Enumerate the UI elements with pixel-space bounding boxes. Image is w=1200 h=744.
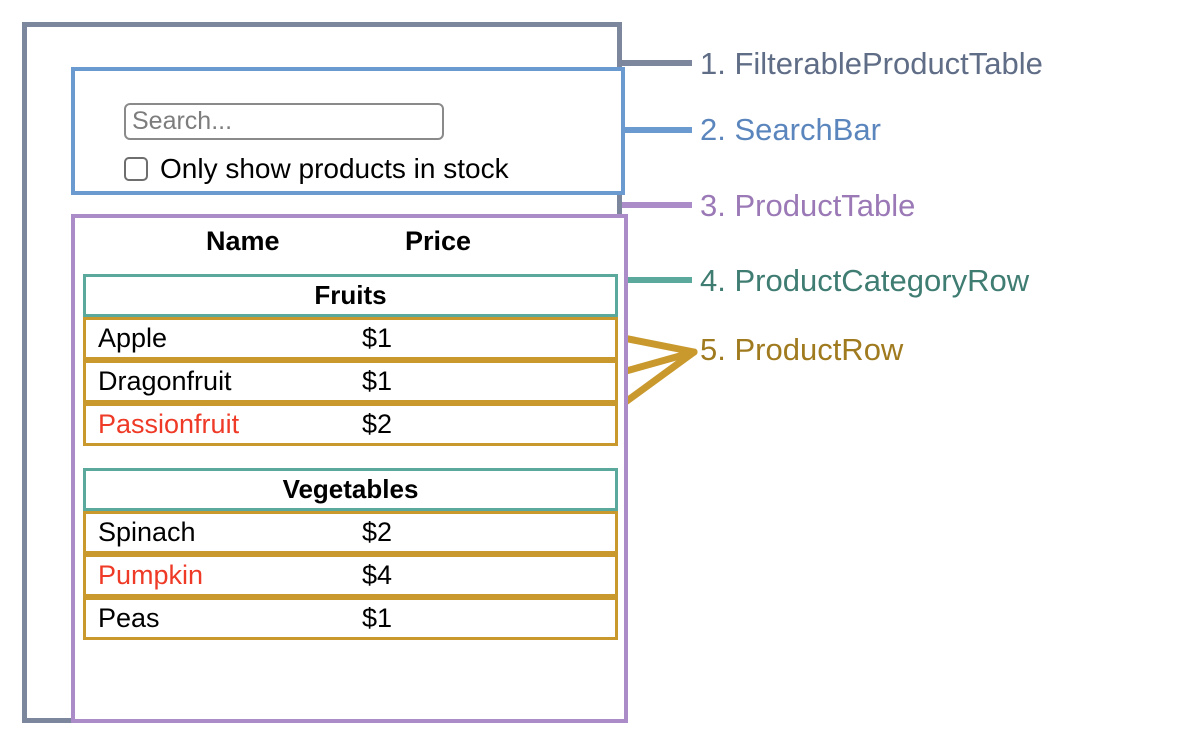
in-stock-checkbox-label: Only show products in stock bbox=[160, 153, 509, 184]
legend-item-product-table: 3. ProductTable bbox=[700, 188, 916, 223]
legend-item-product-row: 5. ProductRow bbox=[700, 332, 904, 367]
legend-item-filterable-product-table: 1. FilterableProductTable bbox=[700, 46, 1043, 81]
product-row: Dragonfruit $1 bbox=[83, 360, 618, 403]
category-group-spacer bbox=[83, 446, 618, 468]
product-row: Spinach $2 bbox=[83, 511, 618, 554]
search-bar: Only show products in stock bbox=[71, 67, 625, 195]
product-category-label: Vegetables bbox=[282, 474, 419, 504]
search-input[interactable] bbox=[124, 103, 444, 140]
product-name: Pumpkin bbox=[98, 560, 204, 590]
product-name: Spinach bbox=[98, 517, 196, 547]
product-row: Pumpkin $4 bbox=[83, 554, 618, 597]
product-table-header: Name Price bbox=[75, 226, 624, 266]
filterable-product-table: Only show products in stock Name Price F… bbox=[22, 22, 628, 723]
product-price: $4 bbox=[362, 560, 393, 590]
in-stock-filter-row[interactable]: Only show products in stock bbox=[124, 155, 509, 183]
column-header-name: Name bbox=[206, 226, 280, 256]
product-category-row: Vegetables bbox=[83, 468, 618, 511]
product-row: Passionfruit $2 bbox=[83, 403, 618, 446]
product-table: Name Price Fruits Apple $1 Dragonfruit $… bbox=[71, 214, 628, 723]
in-stock-checkbox[interactable] bbox=[124, 157, 148, 181]
legend-item-product-category-row: 4. ProductCategoryRow bbox=[700, 263, 1030, 298]
column-header-price: Price bbox=[405, 226, 472, 256]
product-price: $2 bbox=[362, 517, 393, 547]
product-name: Passionfruit bbox=[98, 409, 240, 439]
product-table-body: Fruits Apple $1 Dragonfruit $1 Passionfr… bbox=[83, 274, 618, 640]
product-price: $1 bbox=[362, 323, 393, 353]
product-name: Dragonfruit bbox=[98, 366, 232, 396]
product-row: Apple $1 bbox=[83, 317, 618, 360]
product-name: Apple bbox=[98, 323, 168, 353]
product-name: Peas bbox=[98, 603, 160, 633]
product-row: Peas $1 bbox=[83, 597, 618, 640]
product-price: $1 bbox=[362, 603, 393, 633]
legend-item-search-bar: 2. SearchBar bbox=[700, 112, 881, 147]
product-price: $2 bbox=[362, 409, 393, 439]
product-price: $1 bbox=[362, 366, 393, 396]
product-category-label: Fruits bbox=[314, 280, 387, 310]
product-category-row: Fruits bbox=[83, 274, 618, 317]
